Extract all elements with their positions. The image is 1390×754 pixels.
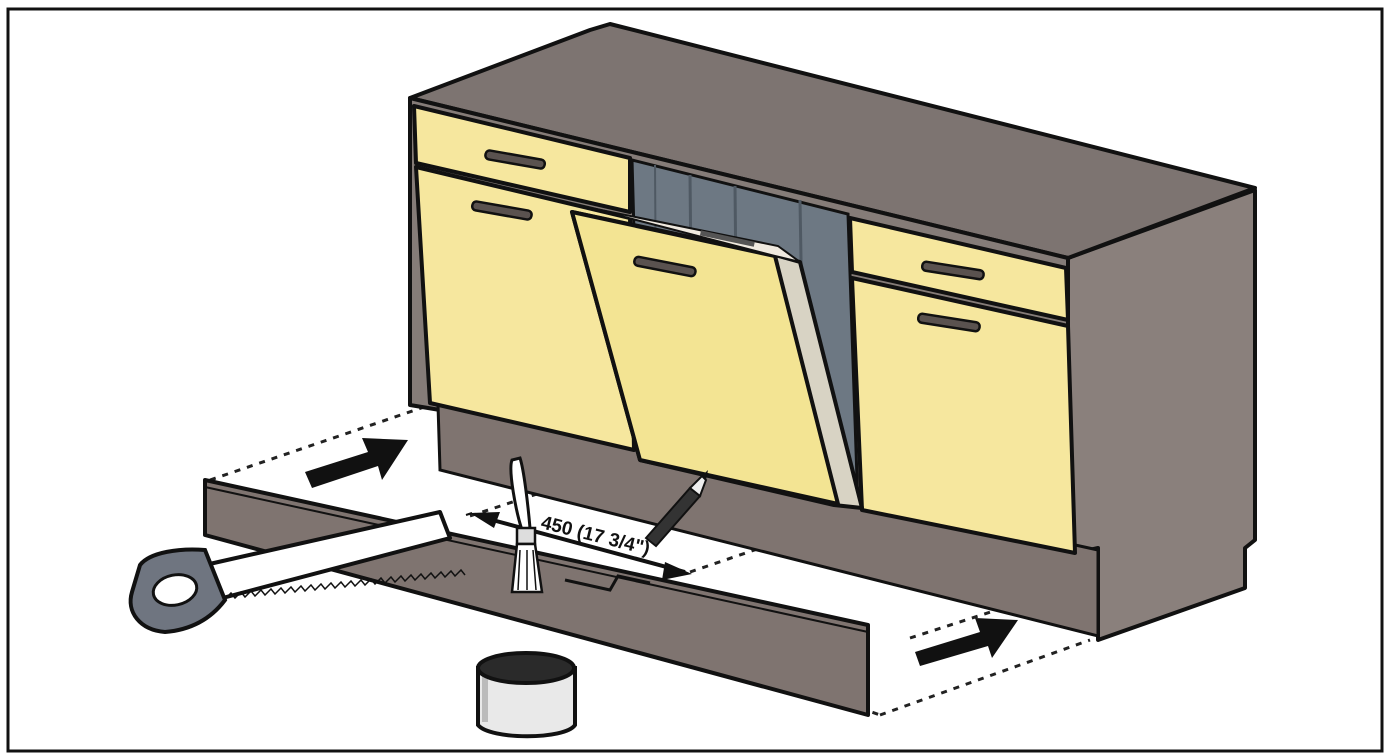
door-right	[850, 276, 1077, 555]
paint-brush-icon	[509, 456, 544, 594]
dishwasher-door	[570, 206, 864, 510]
arrow-right-icon	[305, 438, 408, 488]
saw-icon	[128, 510, 466, 635]
dishwasher-handle	[633, 255, 697, 278]
dishwasher-door-panel	[570, 210, 840, 506]
kitchen-cabinet	[408, 22, 1257, 642]
arrow-head-right	[662, 562, 692, 580]
arrow-right-icon	[915, 618, 1018, 666]
pencil-icon	[644, 470, 708, 548]
arrow-head-left	[470, 512, 500, 528]
cabinet-handles	[470, 149, 985, 333]
paint-bucket-icon	[476, 651, 577, 739]
